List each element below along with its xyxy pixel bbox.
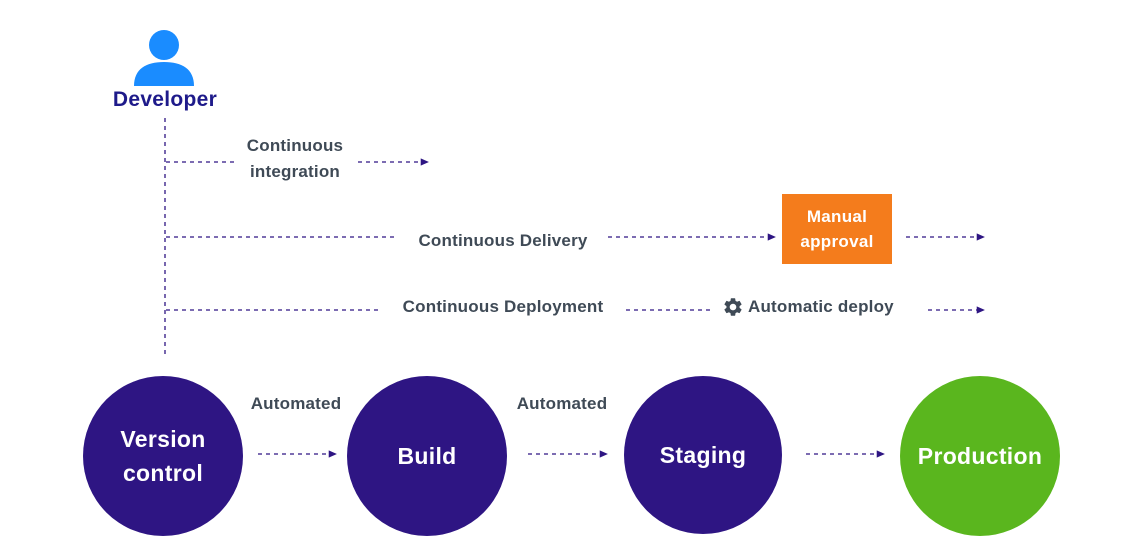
continuous-deployment-label: Continuous Deployment xyxy=(402,297,604,316)
continuous-delivery-label: Continuous Delivery xyxy=(418,231,588,250)
gear-icon xyxy=(724,298,742,316)
automatic-deploy-label: Automatic deploy xyxy=(748,297,894,316)
build-label: Build xyxy=(397,443,457,469)
developer-label: Developer xyxy=(112,88,218,111)
manual-approval-line-1: Manual xyxy=(806,207,868,226)
stage-staging: Staging xyxy=(624,376,782,534)
continuous-integration-label: Continuous integration xyxy=(232,133,358,185)
manual-approval-line-2: approval xyxy=(800,232,874,251)
manual-approval-box: Manual approval xyxy=(782,194,892,264)
production-label: Production xyxy=(917,443,1043,469)
ci-label-line-2: integration xyxy=(249,162,341,181)
staging-label: Staging xyxy=(659,442,747,468)
stage-build: Build xyxy=(347,376,507,536)
ci-label-line-1: Continuous xyxy=(246,136,344,155)
automated-label-vc-build: Automated xyxy=(250,394,342,413)
version-control-line-2: control xyxy=(122,460,204,486)
person-icon xyxy=(134,30,194,86)
stage-version-control: Version control xyxy=(83,376,243,536)
stage-production: Production xyxy=(900,376,1060,536)
version-control-line-1: Version xyxy=(120,426,206,452)
automated-label-build-staging: Automated xyxy=(516,394,608,413)
